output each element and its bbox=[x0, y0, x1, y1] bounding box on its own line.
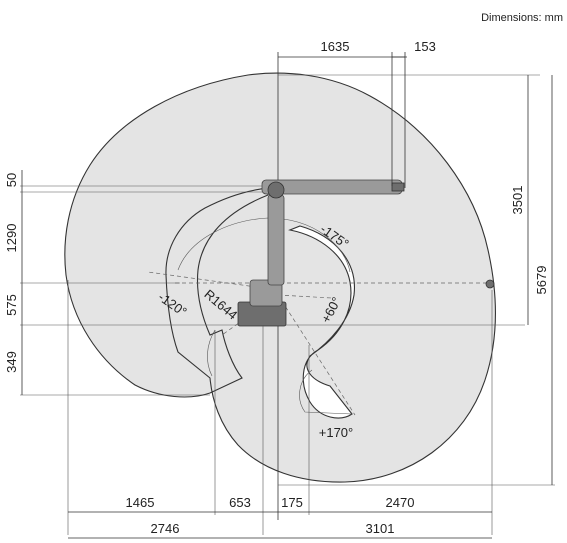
ray-radius bbox=[221, 294, 279, 336]
dim-3501-label: 3501 bbox=[510, 186, 525, 215]
robot-lower-arm bbox=[267, 194, 285, 286]
lower-lobe-arc bbox=[207, 329, 216, 377]
dim-3101-label: 3101 bbox=[366, 521, 395, 536]
dim-653-label: 653 bbox=[229, 495, 251, 510]
dim-1465-label: 1465 bbox=[126, 495, 155, 510]
ray-pos170 bbox=[277, 294, 356, 416]
robot-arm bbox=[237, 179, 495, 327]
inner-clearance-zone bbox=[288, 225, 355, 419]
dim-1635-label: 1635 bbox=[321, 39, 350, 54]
ray-pos60 bbox=[277, 294, 333, 299]
dim-2746-label: 2746 bbox=[151, 521, 180, 536]
dim-50-label: 50 bbox=[4, 173, 19, 187]
dim-5679-label: 5679 bbox=[534, 266, 549, 295]
dim-153-label: 153 bbox=[414, 39, 436, 54]
angle-pos170-label: +170° bbox=[319, 425, 353, 440]
dim-349-label: 349 bbox=[4, 351, 19, 373]
units-note: Dimensions: mm bbox=[481, 12, 563, 24]
dim-2470-label: 2470 bbox=[386, 495, 415, 510]
lower-right-lobe-arc bbox=[299, 369, 353, 415]
dim-1290-label: 1290 bbox=[4, 224, 19, 253]
dim-575-label: 575 bbox=[4, 294, 19, 316]
robot-tool-tip bbox=[485, 279, 495, 289]
dim-175-label: 175 bbox=[281, 495, 303, 510]
robot-elbow-joint bbox=[267, 181, 285, 199]
robot-wrist bbox=[391, 182, 405, 192]
robot-turret bbox=[249, 279, 283, 307]
